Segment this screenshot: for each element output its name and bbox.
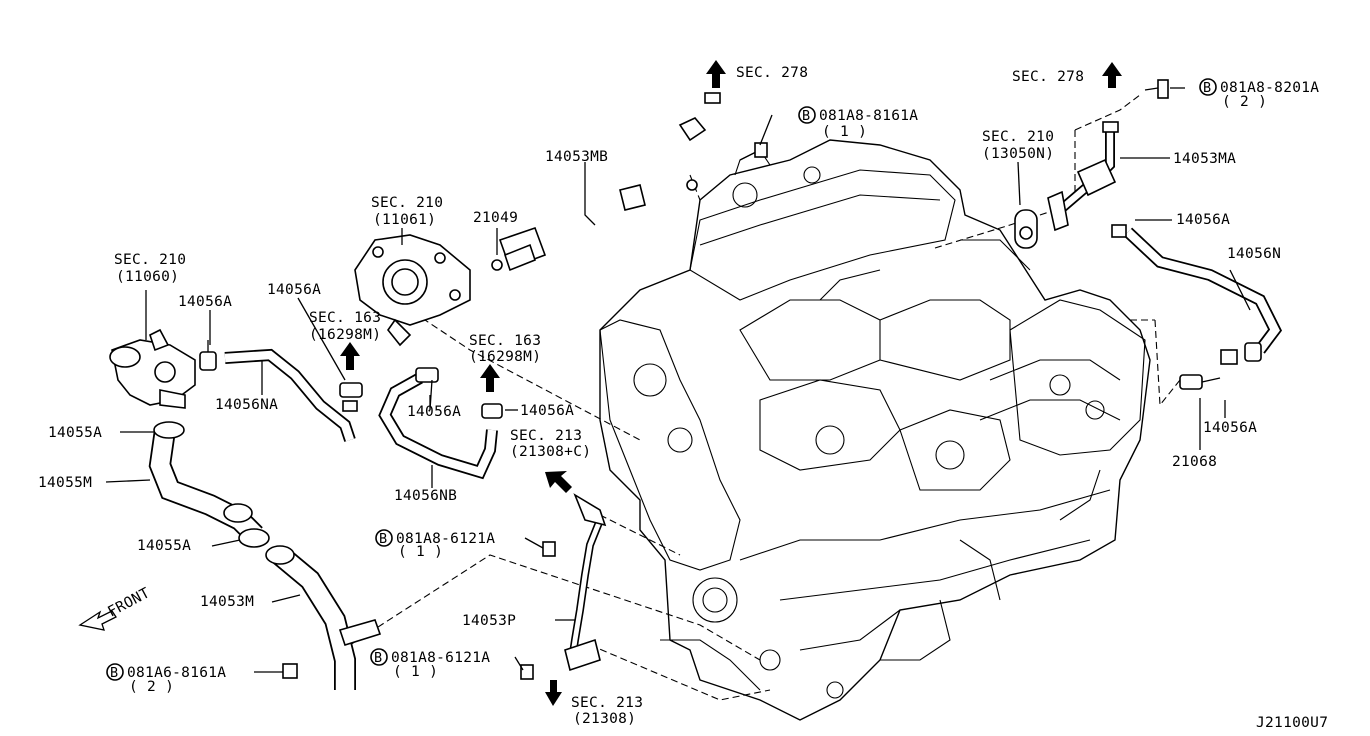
water-pipe-14053MB bbox=[491, 92, 721, 271]
bolt-marker-icon bbox=[1199, 78, 1217, 96]
hose-14056NB bbox=[378, 367, 503, 480]
label-sec163-a-sub: (16298M) bbox=[309, 327, 381, 343]
label-sec213-a: SEC. 213 bbox=[510, 428, 582, 444]
bolt-marker-icon bbox=[106, 663, 124, 681]
label-14055M: 14055M bbox=[38, 475, 92, 491]
label-bolt-8161-top: 081A8-8161A bbox=[819, 108, 918, 124]
label-sec213-a-sub: (21308+C) bbox=[510, 444, 591, 460]
arrow-down-icon bbox=[545, 680, 562, 706]
label-sec210-11060-sub: (11060) bbox=[116, 269, 179, 285]
water-pipe-14053M bbox=[265, 545, 382, 690]
gasket-13050N bbox=[1014, 209, 1038, 249]
label-14056A-c2: 14056A bbox=[520, 403, 574, 419]
bolt-marker-icon bbox=[375, 529, 393, 547]
label-14053MA: 14053MA bbox=[1173, 151, 1236, 167]
label-bolt-6121-b: 081A8-6121A bbox=[391, 650, 490, 666]
label-sec213-b-sub: (21308) bbox=[573, 711, 636, 727]
label-14056A-mid: 14056A bbox=[267, 282, 321, 298]
label-sec210-13050-sub: (13050N) bbox=[982, 146, 1054, 162]
label-front: FRONT bbox=[105, 585, 152, 620]
arrow-diag-icon bbox=[545, 471, 572, 493]
water-pipe-14053MA bbox=[1047, 79, 1169, 232]
label-bolt-6121-b-qty: ( 1 ) bbox=[393, 664, 438, 680]
clamp-14056A-left bbox=[199, 340, 217, 371]
nipple-21049 bbox=[504, 243, 536, 272]
label-14053M: 14053M bbox=[200, 594, 254, 610]
label-sec163-a: SEC. 163 bbox=[309, 310, 381, 326]
label-14055A-bot: 14055A bbox=[137, 538, 191, 554]
label-14056NA: 14056NA bbox=[215, 397, 278, 413]
bolt-marker-icon bbox=[370, 648, 388, 666]
label-21068: 21068 bbox=[1172, 454, 1217, 470]
label-21049: 21049 bbox=[473, 210, 518, 226]
bolt-markers: B B B B B bbox=[106, 78, 1217, 681]
label-sec210-11061-sub: (11061) bbox=[373, 212, 436, 228]
bolt-marker-text: B bbox=[802, 108, 810, 124]
label-sec210-13050: SEC. 210 bbox=[982, 129, 1054, 145]
arrow-up-icon bbox=[340, 342, 360, 370]
hose-14055M bbox=[148, 421, 270, 548]
label-sec210-11060: SEC. 210 bbox=[114, 252, 186, 268]
label-bolt-6121-a: 081A8-6121A bbox=[396, 531, 495, 547]
label-bolt-8161-top-qty: ( 1 ) bbox=[822, 124, 867, 140]
label-bolt-8201-qty: ( 2 ) bbox=[1222, 94, 1267, 110]
hose-14056N bbox=[1111, 224, 1283, 390]
label-14053P: 14053P bbox=[462, 613, 516, 629]
bolt-marker-text: B bbox=[379, 531, 387, 547]
bolt-marker-text: B bbox=[374, 650, 382, 666]
water-pipe-14053P bbox=[520, 493, 607, 680]
label-sec278-top: SEC. 278 bbox=[736, 65, 808, 81]
diagram-id: J21100U7 bbox=[1256, 715, 1328, 731]
label-sec278-right: SEC. 278 bbox=[1012, 69, 1084, 85]
arrow-up-icon bbox=[706, 60, 726, 88]
label-14055A-top: 14055A bbox=[48, 425, 102, 441]
label-14056A-left: 14056A bbox=[178, 294, 232, 310]
direction-arrows bbox=[78, 60, 1122, 706]
label-sec163-b-sub: (16298M) bbox=[469, 349, 541, 365]
label-14056NB: 14056NB bbox=[394, 488, 457, 504]
water-outlet-11060 bbox=[109, 328, 196, 409]
part-labels: SEC. 278 081A8-8161A ( 1 ) SEC. 278 081A… bbox=[38, 65, 1328, 731]
bolt-081A8-8161A-top bbox=[739, 142, 768, 161]
label-14056A-r2: 14056A bbox=[1203, 420, 1257, 436]
bolt-marker-icon bbox=[798, 106, 816, 124]
label-14056N: 14056N bbox=[1227, 246, 1281, 262]
bolt-marker-text: B bbox=[1203, 80, 1211, 96]
engine-block bbox=[599, 139, 1151, 721]
label-sec213-b: SEC. 213 bbox=[571, 695, 643, 711]
assembly-lines bbox=[349, 94, 1181, 701]
hose-14056NA bbox=[224, 348, 363, 442]
arrow-up-icon bbox=[1102, 62, 1122, 88]
leader-lines bbox=[105, 87, 1251, 673]
label-bolt-a6-8161-qty: ( 2 ) bbox=[129, 679, 174, 695]
label-sec163-b: SEC. 163 bbox=[469, 333, 541, 349]
label-sec210-11061: SEC. 210 bbox=[371, 195, 443, 211]
label-bolt-6121-a-qty: ( 1 ) bbox=[398, 544, 443, 560]
thermostat-housing-11061 bbox=[354, 234, 471, 347]
label-14053MB: 14053MB bbox=[545, 149, 608, 165]
label-bolt-a6-8161: 081A6-8161A bbox=[127, 665, 226, 681]
label-14056A-c1: 14056A bbox=[407, 404, 461, 420]
front-arrow-icon bbox=[78, 610, 117, 631]
label-14056A-right: 14056A bbox=[1176, 212, 1230, 228]
label-bolt-8201: 081A8-8201A bbox=[1220, 80, 1319, 96]
bolt-marker-text: B bbox=[110, 665, 118, 681]
arrow-up-icon bbox=[480, 364, 500, 392]
